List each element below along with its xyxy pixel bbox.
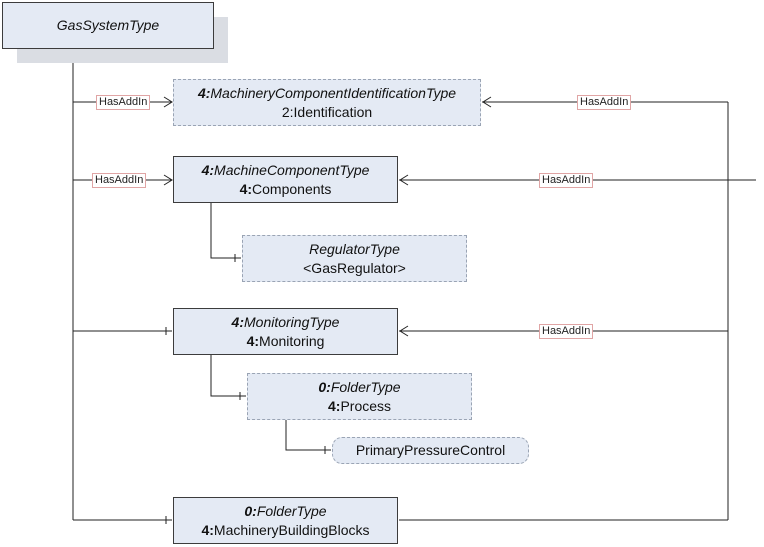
node-browse-label: 4:MachineryBuildingBlocks — [201, 521, 370, 538]
node-machinery-building-blocks[interactable]: 0:FolderType 4:MachineryBuildingBlocks — [173, 497, 398, 544]
root-type-name: GasSystemType — [56, 17, 160, 33]
node-type-label: 4:MachineComponentType — [201, 161, 370, 178]
node-identification[interactable]: 4:MachineryComponentIdentificationType 2… — [173, 79, 481, 126]
ref-label-hasaddin: HasAddIn — [96, 95, 151, 110]
ref-label-hasaddin: HasAddIn — [92, 173, 147, 188]
arrowhead — [163, 96, 173, 108]
node-type-label: 0:FolderType — [318, 378, 401, 395]
node-browse-label: PrimaryPressureControl — [355, 442, 506, 458]
root-node-gas-system-type[interactable]: GasSystemType — [2, 2, 214, 49]
ref-label-hasaddin: HasAddIn — [539, 324, 594, 339]
edge-monitoring-process — [210, 354, 246, 397]
node-primary-pressure-control[interactable]: PrimaryPressureControl — [332, 437, 529, 464]
node-type-label: 4:MonitoringType — [231, 313, 340, 330]
arrowhead — [163, 174, 173, 186]
node-browse-label: 2:Identification — [281, 103, 373, 120]
node-browse-label: 4:Monitoring — [246, 332, 325, 349]
arrowhead — [399, 174, 409, 186]
arrowhead — [399, 325, 409, 337]
node-type-label: 4:MachineryComponentIdentificationType — [197, 84, 457, 101]
arrowhead — [482, 96, 492, 108]
edge-components-regulator — [210, 203, 241, 259]
ref-label-hasaddin: HasAddIn — [577, 95, 632, 110]
node-browse-label: 4:Process — [327, 397, 392, 414]
node-browse-label: 4:Components — [239, 180, 332, 197]
ref-label-hasaddin: HasAddIn — [539, 173, 594, 188]
node-regulator[interactable]: RegulatorType <GasRegulator> — [242, 235, 467, 282]
node-type-label: RegulatorType — [309, 240, 400, 257]
node-components[interactable]: 4:MachineComponentType 4:Components — [173, 156, 398, 203]
node-monitoring[interactable]: 4:MonitoringType 4:Monitoring — [173, 308, 398, 355]
node-browse-label: <GasRegulator> — [303, 259, 406, 276]
node-type-label: 0:FolderType — [244, 502, 327, 519]
node-process[interactable]: 0:FolderType 4:Process — [247, 373, 472, 420]
edge-process-pressure — [285, 420, 331, 451]
